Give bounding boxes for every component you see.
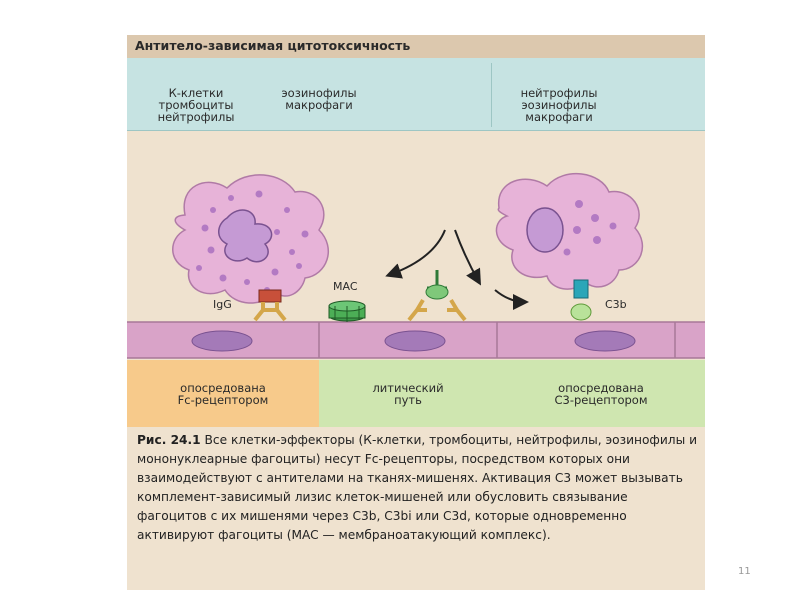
diagram-illustration: IgG MAC C3b: [127, 172, 705, 359]
arrow-to-c3b-icon: [494, 289, 529, 310]
target-cell-nucleus: [574, 330, 636, 352]
igg-antibody-icon: [253, 302, 287, 322]
mechanism-fc-label: опосредована Fc-рецептором: [177, 380, 269, 407]
figure-title: Антитело-зависимая цитотоксичность: [135, 38, 411, 53]
mechanism-band: опосредована Fc-рецептором литический пу…: [127, 360, 705, 427]
effector-group-right: нейтрофилы эозинофилы макрофаги: [520, 86, 598, 124]
c1-complex-icon: [425, 284, 449, 300]
mechanism-fc: опосредована Fc-рецептором: [127, 360, 320, 427]
c3b-fragment-icon: [570, 303, 592, 321]
target-cell-nucleus: [384, 330, 446, 352]
mechanism-c3-label: опосредована C3-рецептором: [554, 380, 648, 407]
c3-receptor: [573, 279, 589, 299]
arrow-down-icon: [454, 229, 481, 286]
diagram-scene: IgG MAC C3b: [127, 130, 705, 360]
page-number: 11: [738, 566, 751, 577]
igg-label: IgG: [213, 298, 232, 311]
caption-label: Рис. 24.1: [137, 433, 201, 447]
title-bar: Антитело-зависимая цитотоксичность: [127, 35, 705, 58]
igg-antibody-icon: [407, 298, 467, 322]
fc-receptor: [258, 289, 282, 303]
figure-panel: Антитело-зависимая цитотоксичность К-кле…: [127, 35, 705, 590]
header-divider: [491, 63, 492, 127]
granules: [563, 200, 617, 256]
effector-cells-header: [127, 58, 705, 131]
c3b-label: C3b: [605, 298, 627, 311]
mechanism-lytic-label: литический путь: [372, 380, 444, 407]
figure-caption: Рис. 24.1 Все клетки-эффекторы (К-клетки…: [137, 431, 701, 545]
mac-label: MAC: [333, 280, 358, 293]
effector-group-left-2: эозинофилы макрофаги: [281, 86, 357, 112]
mechanism-lytic: литический путь: [319, 360, 498, 427]
nucleus-icon: [526, 207, 564, 253]
effector-cell-right: [495, 172, 644, 290]
target-cell-nucleus: [191, 330, 253, 352]
mechanism-c3: опосредована C3-рецептором: [497, 360, 705, 427]
effector-group-left-1: К-клетки тромбоциты нейтрофилы: [157, 86, 235, 124]
nucleus-icon: [218, 209, 273, 263]
caption-text: Все клетки-эффекторы (К-клетки, тромбоци…: [137, 433, 697, 542]
arrow-to-mac-icon: [385, 229, 446, 279]
